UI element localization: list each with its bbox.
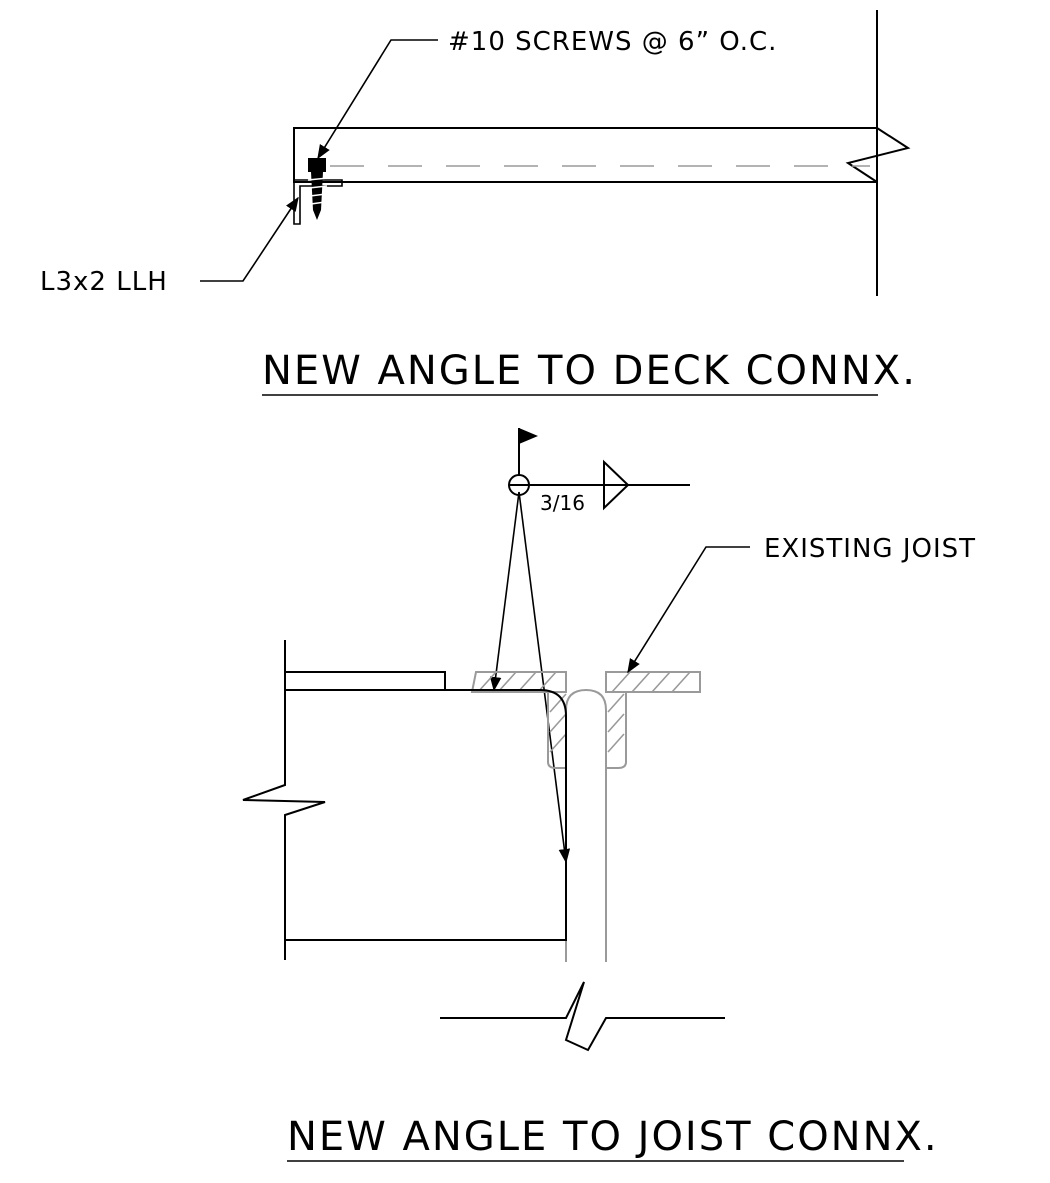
break-line-deck <box>845 127 911 183</box>
weld-flag-icon <box>519 428 538 444</box>
detail-joist-connection: 3/16 EXISTING JOIST NEW ANGLE <box>242 428 976 1162</box>
angle-body <box>285 689 567 941</box>
detail-deck-connection: #10 SCREWS @ 6” O.C. L3x2 LLH NEW ANGLE … <box>40 10 917 396</box>
break-line-wall <box>242 640 326 960</box>
detail-1-title: NEW ANGLE TO DECK CONNX. <box>262 348 917 394</box>
angle-section <box>293 179 343 225</box>
existing-joist <box>470 671 701 962</box>
weld-size: 3/16 <box>540 491 585 515</box>
angle-note: L3x2 LLH <box>40 267 168 297</box>
leader-angle <box>200 196 299 282</box>
weld-arrow-down <box>518 491 571 864</box>
leader-screws <box>317 39 438 160</box>
fillet-weld-icon <box>603 459 630 511</box>
detail-2-title: NEW ANGLE TO JOIST CONNX. <box>287 1114 939 1160</box>
leader-joist <box>627 546 750 674</box>
break-line-joist <box>440 981 725 1052</box>
deck-outline <box>293 127 877 183</box>
joist-note: EXISTING JOIST <box>764 534 976 564</box>
deck-plate <box>284 671 446 691</box>
screw-icon <box>307 158 329 220</box>
screw-note: #10 SCREWS @ 6” O.C. <box>448 27 777 57</box>
weld-arrow-left <box>489 491 520 692</box>
